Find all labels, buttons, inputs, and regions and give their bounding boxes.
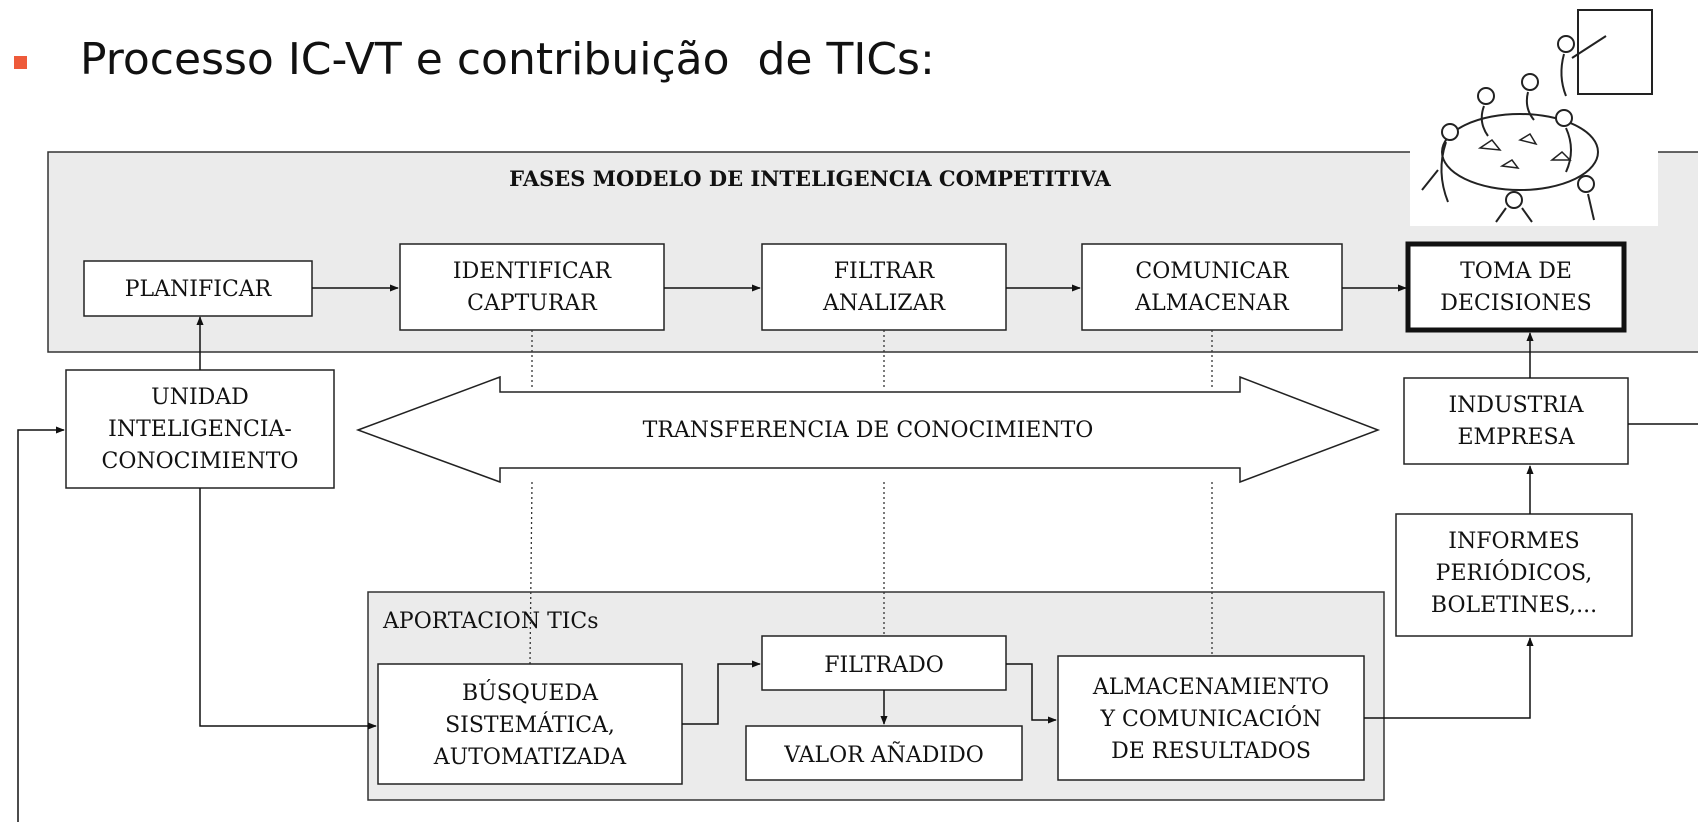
bullet-marker [14,56,27,69]
box-busqueda: BÚSQUEDA SISTEMÁTICA, AUTOMATIZADA [377,663,683,785]
label-filtrar: FILTRAR [834,259,936,284]
label-filtrado: FILTRADO [824,653,944,678]
box-valor-anadido: VALOR AÑADIDO [745,725,1023,781]
label-de-resultados: DE RESULTADOS [1111,739,1311,764]
label-busqueda: BÚSQUEDA [462,679,599,706]
dotted-connectors [529,330,1213,665]
label-inteligencia: INTELIGENCIA- [108,417,292,442]
label-almacenar: ALMACENAR [1134,291,1290,316]
label-identificar: IDENTIFICAR [453,259,613,284]
label-industria: INDUSTRIA [1448,393,1584,418]
box-industria-empresa: INDUSTRIA EMPRESA [1403,377,1629,465]
box-unidad-inteligencia: UNIDAD INTELIGENCIA- CONOCIMIENTO [65,369,335,489]
box-identificar-capturar: IDENTIFICAR CAPTURAR [399,243,665,331]
label-comunicar: COMUNICAR [1135,259,1290,284]
tics-panel-title: APORTACION TICs [382,609,599,634]
box-planificar: PLANIFICAR [83,260,313,317]
label-almacenamiento: ALMACENAMIENTO [1092,675,1329,700]
box-comunicar-almacenar: COMUNICAR ALMACENAR [1081,243,1343,331]
box-toma-de-decisiones: TOMA DE DECISIONES [1405,241,1627,333]
label-valor-anadido: VALOR AÑADIDO [783,740,984,768]
label-sistematica: SISTEMÁTICA, [445,711,615,738]
label-decisiones: DECISIONES [1440,291,1591,316]
label-planificar: PLANIFICAR [125,277,273,302]
label-unidad: UNIDAD [151,385,249,410]
label-boletines: BOLETINES,... [1431,593,1597,618]
label-toma-de: TOMA DE [1460,259,1572,284]
box-informes: INFORMES PERIÓDICOS, BOLETINES,... [1395,513,1633,637]
label-periodicos: PERIÓDICOS, [1436,559,1593,586]
label-informes: INFORMES [1448,529,1579,554]
meeting-illustration [1410,6,1658,226]
label-analizar: ANALIZAR [822,291,946,316]
slide-title: Processo IC-VT e contribuição de TICs: [80,34,935,85]
transfer-label: TRANSFERENCIA DE CONOCIMIENTO [643,418,1094,443]
box-almacenamiento: ALMACENAMIENTO Y COMUNICACIÓN DE RESULTA… [1057,655,1365,781]
feedback-arrow-unidad [17,426,65,822]
arrow-filtrado-almacenamiento [1006,663,1057,724]
label-y-comunicacion: Y COMUNICACIÓN [1100,705,1322,732]
phases-panel-title: FASES MODELO DE INTELIGENCIA COMPETITIVA [509,166,1111,191]
arrow-almacenamiento-informes [1364,637,1534,719]
arrow-unidad-busqueda [199,488,377,730]
label-capturar: CAPTURAR [467,291,598,316]
arrow-busqueda-filtrado [682,660,761,725]
label-automatizada: AUTOMATIZADA [433,745,628,770]
box-filtrado: FILTRADO [761,635,1007,691]
label-empresa: EMPRESA [1458,425,1576,450]
box-filtrar-analizar: FILTRAR ANALIZAR [761,243,1007,331]
label-conocimiento: CONOCIMIENTO [102,449,299,474]
transfer-double-arrow: TRANSFERENCIA DE CONOCIMIENTO [355,375,1381,484]
